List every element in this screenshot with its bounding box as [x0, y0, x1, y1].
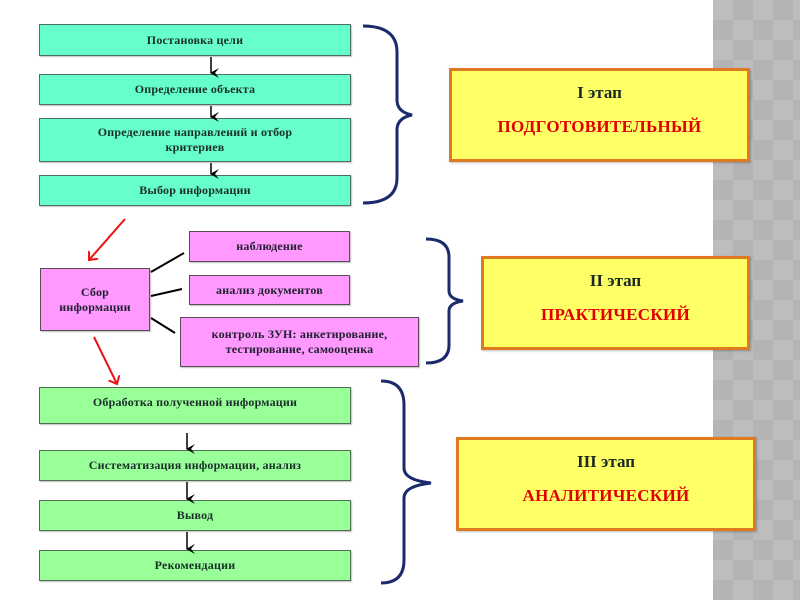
- step-label: Определение объекта: [134, 82, 256, 96]
- step-recommendations: Рекомендации: [39, 550, 351, 581]
- stage-number: III этап: [576, 452, 636, 471]
- red-arrow-to-collection: [89, 218, 126, 260]
- hub-label: Сбор информации: [59, 284, 131, 314]
- stage-label-preparatory: I этап ПОДГОТОВИТЕЛЬНЫЙ: [449, 68, 750, 162]
- stage-number: I этап: [577, 83, 622, 102]
- method-label: контроль ЗУН: анкетирование, тестировани…: [211, 327, 388, 356]
- step-label: Рекомендации: [154, 558, 236, 572]
- method-knowledge-control: контроль ЗУН: анкетирование, тестировани…: [180, 317, 419, 367]
- step-label: Определение направлений и отбор критерие…: [97, 125, 293, 154]
- stage-label-analytical: III этап АНАЛИТИЧЕСКИЙ: [456, 437, 756, 531]
- info-collection-hub: Сбор информации: [40, 268, 150, 331]
- step-label: Систематизация информации, анализ: [88, 458, 302, 472]
- method-label: наблюдение: [236, 239, 303, 253]
- stage-number: II этап: [589, 271, 642, 290]
- step-processing: Обработка полученной информации: [39, 387, 351, 424]
- step-label: Выбор информации: [139, 183, 251, 197]
- step-label: Вывод: [176, 508, 214, 522]
- stage-name: ПРАКТИЧЕСКИЙ: [540, 305, 691, 324]
- connector-line: [150, 252, 185, 273]
- brace-stage2: [425, 237, 464, 365]
- method-document-analysis: анализ документов: [189, 275, 350, 305]
- method-label: анализ документов: [216, 282, 323, 297]
- step-systematization: Систематизация информации, анализ: [39, 450, 351, 481]
- method-observation: наблюдение: [189, 231, 350, 262]
- connector-line: [150, 317, 176, 334]
- step-conclusion: Вывод: [39, 500, 351, 531]
- step-label: Обработка полученной информации: [92, 395, 298, 409]
- stage-name: АНАЛИТИЧЕСКИЙ: [522, 486, 690, 505]
- red-arrow-to-processing: [93, 336, 117, 384]
- connector-line: [150, 288, 183, 297]
- step-directions-criteria: Определение направлений и отбор критерие…: [39, 118, 351, 162]
- stage-label-practical: II этап ПРАКТИЧЕСКИЙ: [481, 256, 750, 350]
- stage-name: ПОДГОТОВИТЕЛЬНЫЙ: [497, 117, 702, 136]
- step-object-definition: Определение объекта: [39, 74, 351, 105]
- step-goal-setting: Постановка цели: [39, 24, 351, 56]
- brace-stage1: [362, 24, 413, 205]
- step-label: Постановка цели: [146, 32, 244, 47]
- step-info-selection: Выбор информации: [39, 175, 351, 206]
- brace-stage3: [380, 379, 432, 585]
